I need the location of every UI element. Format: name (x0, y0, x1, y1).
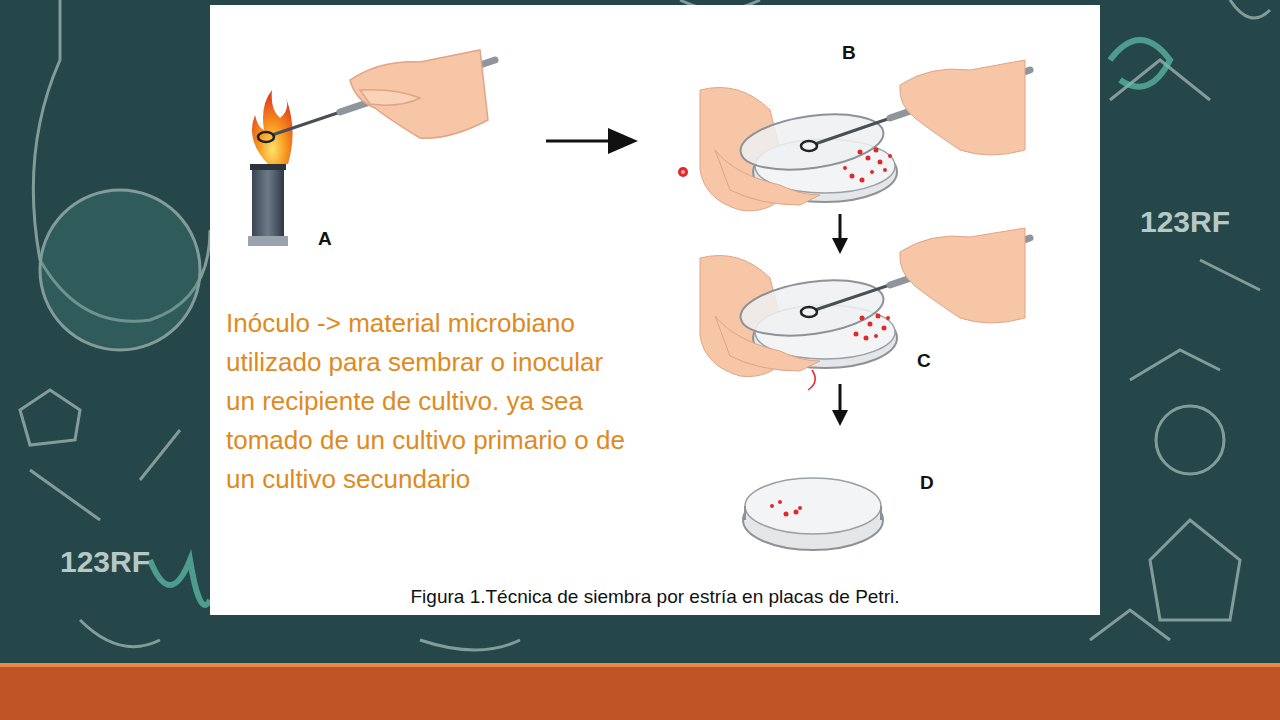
step-letter: D (920, 472, 934, 494)
definition-text: Inóculo -> material microbiano utilizado… (226, 304, 626, 499)
bottom-bar (0, 667, 1280, 720)
pointer-dot (678, 167, 688, 177)
down-arrow (839, 384, 842, 412)
step-letter: A (318, 228, 332, 250)
step-letter: C (917, 350, 931, 372)
bar-line (0, 663, 1280, 667)
image-panel (210, 5, 1100, 615)
petri-dish-b (700, 60, 1030, 211)
petri-dish-d (743, 478, 883, 550)
watermark: 123RF (60, 545, 150, 579)
figure-caption: Figura 1.Técnica de siembra por estría e… (210, 586, 1100, 608)
step-letter: B (842, 42, 856, 64)
pointer-dot (681, 170, 685, 174)
down-arrow (832, 238, 848, 254)
down-arrow (832, 410, 848, 426)
down-arrow (839, 214, 842, 240)
hand-a (350, 50, 488, 138)
chalk-doodles (20, 0, 1270, 650)
process-arrow (546, 128, 638, 154)
watermark: 123RF (1140, 205, 1230, 239)
petri-dish-c (700, 228, 1030, 390)
bunsen-burner (248, 90, 293, 246)
